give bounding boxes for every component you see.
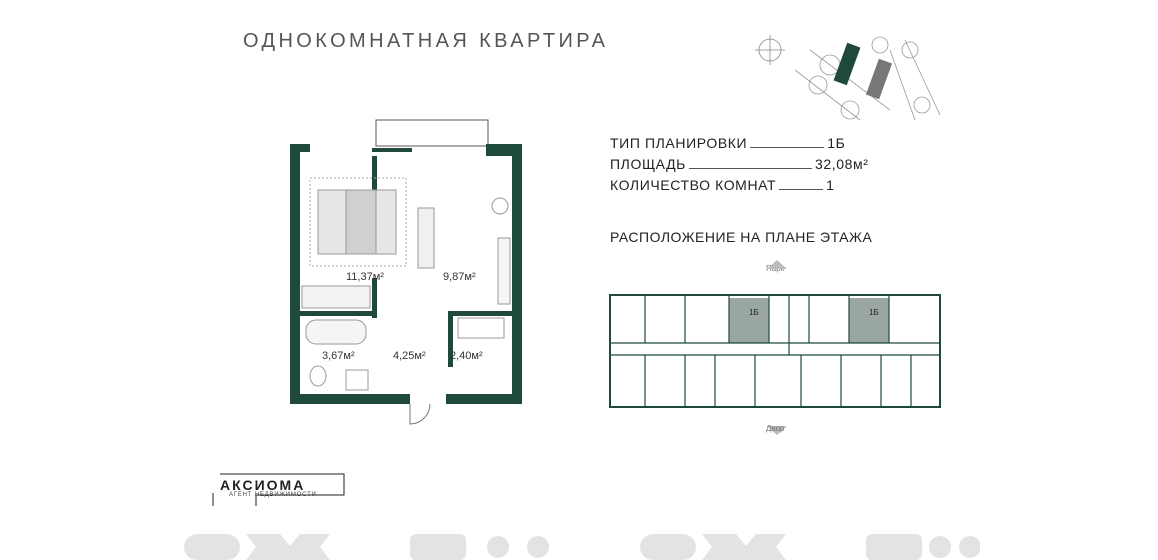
floor-plan-heading: РАСПОЛОЖЕНИЕ НА ПЛАНЕ ЭТАЖА xyxy=(610,229,873,245)
decorative-footer-pattern xyxy=(184,534,980,560)
spec-layout-type: ТИП ПЛАНИРОВКИ 1Б xyxy=(610,135,845,151)
spec-leader-line xyxy=(779,189,824,190)
logo-frame xyxy=(212,473,345,506)
logo-tagline: АГЕНТ НЕДВИЖИМОСТИ xyxy=(229,492,317,498)
spec-room-count: КОЛИЧЕСТВО КОМНАТ 1 xyxy=(610,177,835,193)
spec-value: 1Б xyxy=(827,135,846,151)
room-area-storage: 2,40м² xyxy=(450,350,483,362)
arrow-down-icon xyxy=(767,426,787,435)
logo-name: АКСИОМА xyxy=(220,477,306,493)
apartment-plan xyxy=(290,119,522,425)
room-area-hallway: 4,25м² xyxy=(393,350,426,362)
floor-plan xyxy=(609,260,941,435)
room-area-bedroom: 11,37м² xyxy=(346,271,384,283)
unit-label: 1Б xyxy=(749,308,759,317)
spec-area: ПЛОЩАДЬ 32,08м² xyxy=(610,156,868,172)
yard-label: Двор xyxy=(766,424,785,433)
room-area-kitchen: 9,87м² xyxy=(443,271,476,283)
spec-label: ПЛОЩАДЬ xyxy=(610,156,686,172)
room-area-bathroom: 3,67м² xyxy=(322,350,355,362)
site-map xyxy=(755,35,941,121)
arrow-up-icon xyxy=(767,260,787,269)
spec-leader-line xyxy=(750,147,825,148)
spec-value: 1 xyxy=(826,177,835,193)
spec-label: ТИП ПЛАНИРОВКИ xyxy=(610,135,748,151)
compass-icon xyxy=(755,35,785,65)
spec-value: 32,08м² xyxy=(814,156,869,172)
spec-label: КОЛИЧЕСТВО КОМНАТ xyxy=(610,177,777,193)
unit-label: 1Б xyxy=(869,308,879,317)
spec-leader-line xyxy=(688,168,812,169)
page-title: ОДНОКОМНАТНАЯ КВАРТИРА xyxy=(243,30,609,52)
